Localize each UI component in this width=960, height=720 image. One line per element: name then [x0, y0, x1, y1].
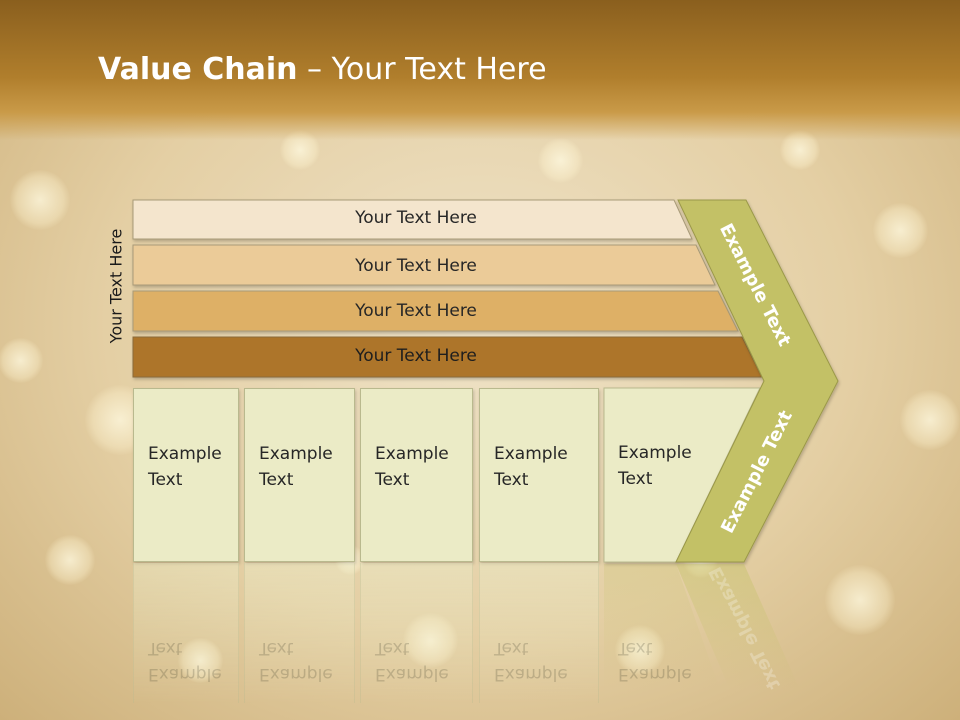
box-4-line1: Example [494, 444, 568, 464]
box-4-line2: Text [494, 470, 529, 490]
box-5-reflection-line2: Text [618, 638, 653, 658]
box-2-line2: Text [259, 470, 294, 490]
box-1-reflection-line1: Example [148, 664, 222, 684]
row-label-1: Your Text Here [355, 208, 477, 228]
row-shape-2 [132, 244, 716, 286]
box-3-reflection-line1: Example [375, 664, 449, 684]
box-5-line1: Example [618, 443, 692, 463]
box-4-reflection: Example Text [479, 563, 599, 703]
box-5-line2: Text [618, 469, 653, 489]
box-1-reflection: Example Text [133, 563, 239, 703]
box-2-reflection-line2: Text [259, 638, 294, 658]
box-4-reflection-line1: Example [494, 664, 568, 684]
box-1-reflection-line2: Text [148, 638, 183, 658]
title-bar [0, 0, 960, 140]
box-2-line1: Example [259, 444, 333, 464]
box-3-line1: Example [375, 444, 449, 464]
row-shape-1 [132, 199, 693, 240]
box-3-reflection-line2: Text [375, 638, 410, 658]
row-label-3: Your Text Here [355, 301, 477, 321]
chevron-arrow-reflection [676, 564, 800, 690]
box-2-reflection: Example Text [244, 563, 355, 703]
box-1-line1: Example [148, 444, 222, 464]
box-3-reflection: Example Text [360, 563, 473, 703]
row-label-4: Your Text Here [355, 346, 477, 366]
box-1-line2: Text [148, 470, 183, 490]
row-label-2: Your Text Here [355, 256, 477, 276]
box-3-line2: Text [375, 470, 410, 490]
chevron-arrow [675, 199, 839, 563]
box-4-reflection-line2: Text [494, 638, 529, 658]
box-5-reflection-text: Example Text [604, 563, 692, 703]
title-rest: – Your Text Here [297, 52, 547, 87]
box-5-reflection [604, 564, 720, 690]
title-bold: Value Chain [98, 52, 298, 87]
box-2-reflection-line1: Example [259, 664, 333, 684]
slide-title: Value Chain – Your Text Here [98, 52, 547, 87]
row-shape-3 [132, 290, 739, 332]
box-5-reflection-line1: Example [618, 664, 692, 684]
